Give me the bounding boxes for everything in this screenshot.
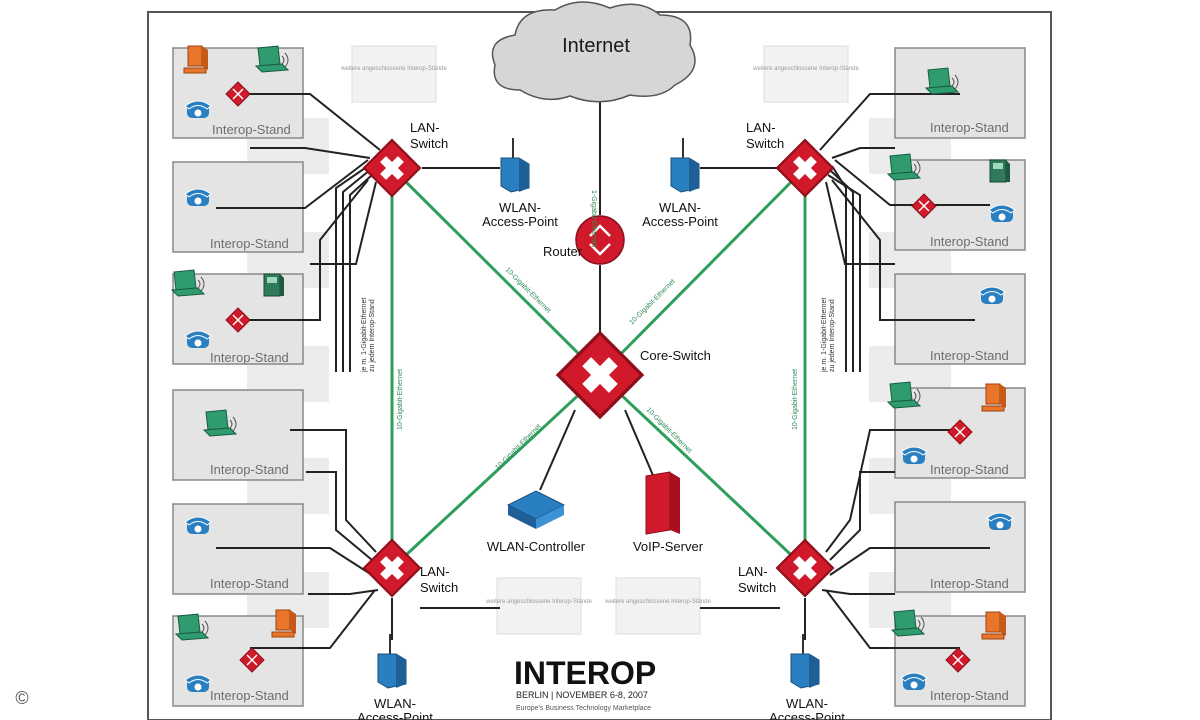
wlan-ap-br-line2: Access-Point [769, 710, 845, 720]
wlan-ap-br-line1: WLAN- [786, 696, 828, 711]
cable-label-router: 1-Gigabit-Ethernet [590, 190, 597, 247]
wlan-ap-tr-line2: Access-Point [642, 214, 718, 229]
phone-icon [184, 674, 212, 693]
stand-label-l5: Interop-Stand [210, 576, 289, 591]
logo-subline: BERLIN | NOVEMBER 6-8, 2007 [516, 690, 648, 700]
cable-label-left-vertical: 10-Gigabit-Ethernet [397, 369, 404, 430]
phone-icon [986, 512, 1014, 531]
cable-label-tl: 10-Gigabit-Ethernet [504, 266, 552, 314]
phone-icon [184, 188, 212, 207]
fiber-links [390, 166, 807, 570]
stand-label-r2: Interop-Stand [930, 234, 1009, 249]
stand-label-l4: Interop-Stand [210, 462, 289, 477]
wlan-ap-bottom-right [790, 633, 820, 689]
phone-icon [900, 446, 928, 465]
cable-label-stand-left-b: zu jedem Interop-Stand [369, 299, 376, 372]
lan-switch-tr-line1: LAN- [746, 120, 776, 135]
ip-phone-icon [989, 159, 1011, 183]
wlan-ap-tr-line1: WLAN- [659, 200, 701, 215]
note-text-tr: weitere angeschlossene Interop-Stände [752, 66, 859, 72]
ip-phone-icon [263, 273, 285, 297]
stand-label-r6: Interop-Stand [930, 688, 1009, 703]
wlan-ap-tl-line1: WLAN- [499, 200, 541, 215]
cable-label-right-vertical: 10-Gigabit-Ethernet [792, 369, 799, 430]
core-switch-label: Core-Switch [640, 348, 711, 363]
pc-icon [183, 45, 209, 74]
note-text-br: weitere angeschlossene Interop-Stände [604, 599, 711, 605]
note-text-tl: weitere angeschlossene Interop-Stände [340, 66, 447, 72]
router [575, 215, 625, 265]
wlan-ap-top-right [670, 137, 700, 193]
lan-switch-bl-line2: Switch [420, 580, 458, 595]
voip-server-label: VoIP-Server [633, 539, 704, 554]
lan-switch-br-line2: Switch [738, 580, 776, 595]
phone-icon [184, 330, 212, 349]
pc-icon [271, 609, 297, 638]
cable-label-stand-right-b: zu jedem Interop-Stand [829, 299, 836, 372]
copper-links [216, 88, 990, 649]
cable-label-stand-left-a: je m. 1-Gigabit-Ethernet [361, 298, 368, 373]
voip-server [645, 471, 680, 535]
lan-switch-tl-line1: LAN- [410, 120, 440, 135]
copyright-icon: © [15, 688, 29, 708]
note-text-bl: weitere angeschlossene Interop-Stände [485, 599, 592, 605]
stand-label-l1: Interop-Stand [212, 122, 291, 137]
stand-label-r1: Interop-Stand [930, 120, 1009, 135]
logo-tagline: Europe's Business Technology Marketplace [516, 705, 651, 712]
pc-icon [981, 611, 1007, 640]
stand-label-l6: Interop-Stand [210, 688, 289, 703]
wlan-controller-label: WLAN-Controller [487, 539, 586, 554]
lan-switch-bl-line1: LAN- [420, 564, 450, 579]
cable-label-br: 10-Gigabit-Ethernet [645, 406, 693, 454]
stand-label-r3: Interop-Stand [930, 348, 1009, 363]
phone-icon [184, 100, 212, 119]
stand-label-r5: Interop-Stand [930, 576, 1009, 591]
wlan-ap-tl-line2: Access-Point [482, 214, 558, 229]
stand-label-r4: Interop-Stand [930, 462, 1009, 477]
interop-logo: INTEROP BERLIN | NOVEMBER 6-8, 2007 Euro… [514, 655, 656, 712]
lan-switch-tr-line2: Switch [746, 136, 784, 151]
internet-label: Internet [562, 35, 630, 57]
wireless-notes [351, 45, 849, 635]
router-label: Router [543, 244, 583, 259]
phone-icon [184, 516, 212, 535]
wlan-ap-bl-line2: Access-Point [357, 710, 433, 720]
cable-label-stand-right-a: je m. 1-Gigabit-Ethernet [821, 298, 828, 373]
cable-label-tr: 10-Gigabit-Ethernet [628, 278, 676, 326]
phone-icon [988, 204, 1016, 223]
wlan-controller [506, 490, 566, 529]
wlan-ap-top-left [500, 137, 530, 193]
pc-icon [981, 383, 1007, 412]
wlan-ap-bottom-left [377, 633, 407, 689]
internet-cloud: Internet [491, 1, 696, 103]
lan-switch-tl-line2: Switch [410, 136, 448, 151]
lan-switch-br-line1: LAN- [738, 564, 768, 579]
stand-label-l3: Interop-Stand [210, 350, 289, 365]
stand-label-l2: Interop-Stand [210, 236, 289, 251]
phone-icon [978, 286, 1006, 305]
logo-wordmark: INTEROP [514, 655, 656, 691]
cable-label-bl: 10-Gigabit-Ethernet [494, 423, 542, 471]
phone-icon [900, 672, 928, 691]
wlan-ap-bl-line1: WLAN- [374, 696, 416, 711]
